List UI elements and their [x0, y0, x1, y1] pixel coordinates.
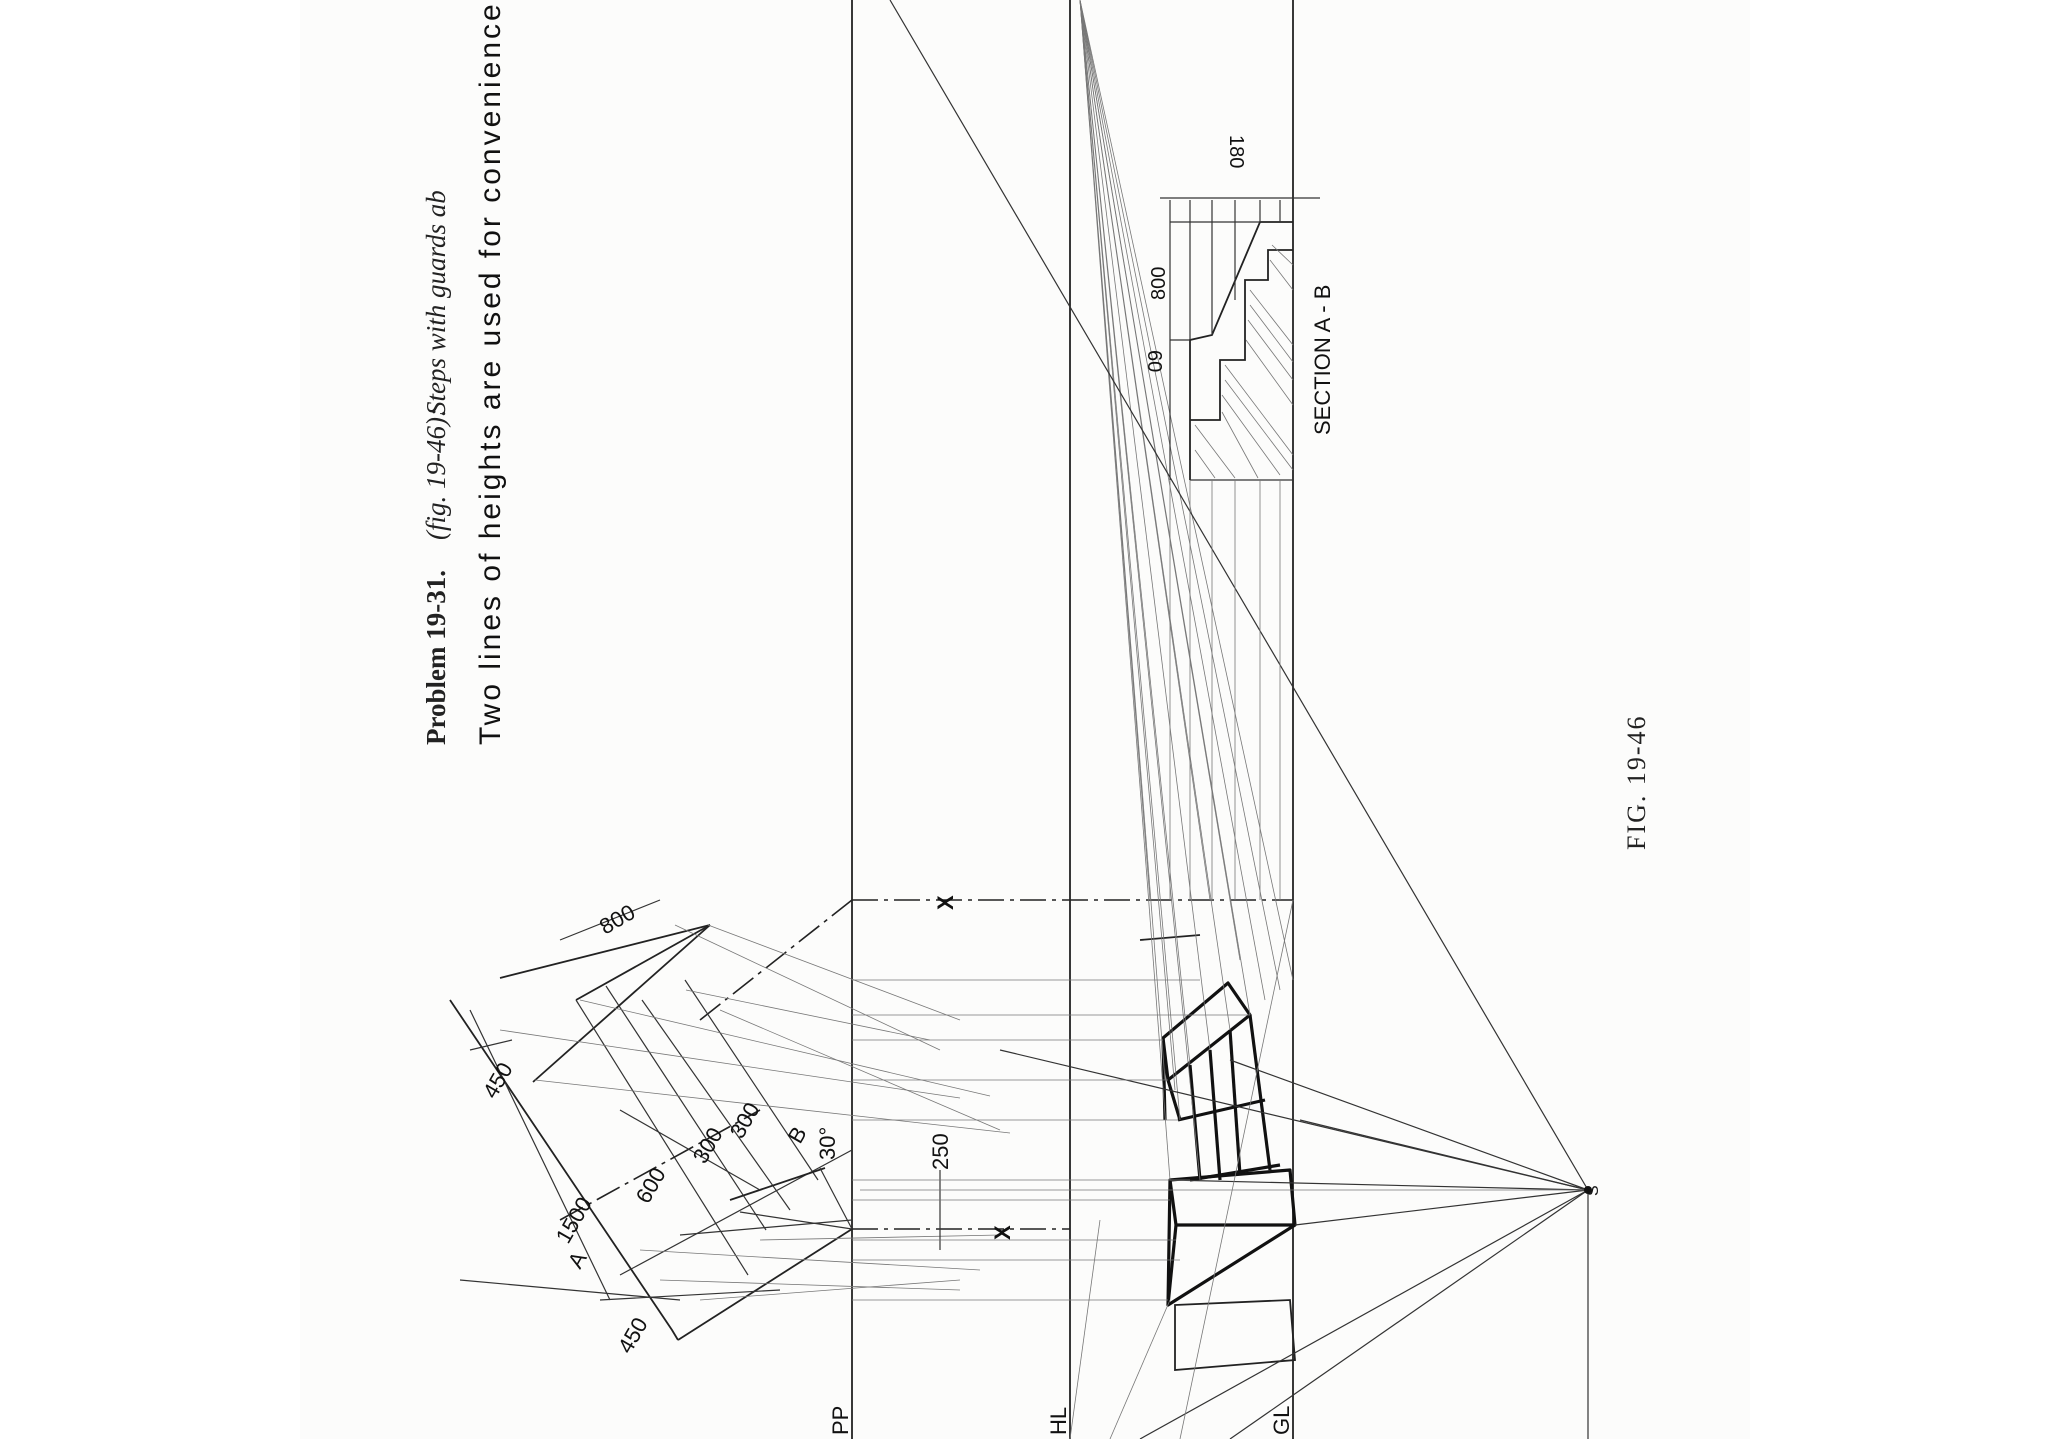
section-label: SECTION A - B: [1310, 285, 1335, 435]
dim-1500: 1500: [551, 1193, 597, 1248]
figure-caption: FIG. 19-46: [1622, 714, 1651, 850]
section-a-b: [1160, 197, 1320, 900]
dim-800-plan: 800: [595, 899, 639, 939]
plan-view: [449, 924, 1011, 1341]
problem-fig-ref: (fig. 19-46):: [421, 408, 451, 540]
gl-label: GL: [1269, 1406, 1294, 1435]
angle-30: 30°: [815, 1127, 840, 1160]
plan-dimension-lines: [459, 899, 941, 1301]
problem-note: Two lines of heights are used for conven…: [474, 0, 507, 745]
dim-450-bottom: 450: [613, 1313, 653, 1357]
pp-label: PP: [828, 1406, 853, 1435]
dim-250: 250: [928, 1133, 953, 1170]
plan-to-x-dash: [699, 899, 853, 1021]
dim-300-a: 300: [688, 1123, 728, 1167]
station-point-dot: [1584, 1186, 1592, 1194]
hl-label: HL: [1046, 1407, 1071, 1435]
x-marker-bottom: X: [990, 1225, 1015, 1240]
point-a-label: A: [563, 1247, 592, 1272]
problem-heading: Problem 19-31.: [421, 570, 451, 745]
station-point-rays: [860, 0, 1589, 1439]
dim-60: 60: [1143, 350, 1165, 372]
dim-180: 180: [1225, 135, 1247, 168]
dim-600: 600: [631, 1163, 671, 1207]
problem-title: Steps with guards ab: [421, 190, 451, 415]
x-marker-top: X: [933, 895, 958, 910]
vanishing-rays: [1079, 0, 1294, 1181]
projector-lines: [852, 979, 1250, 1301]
point-b-label: B: [783, 1122, 812, 1147]
station-point-label: S: [1585, 1185, 1602, 1196]
dim-800-section: 800: [1148, 267, 1170, 300]
